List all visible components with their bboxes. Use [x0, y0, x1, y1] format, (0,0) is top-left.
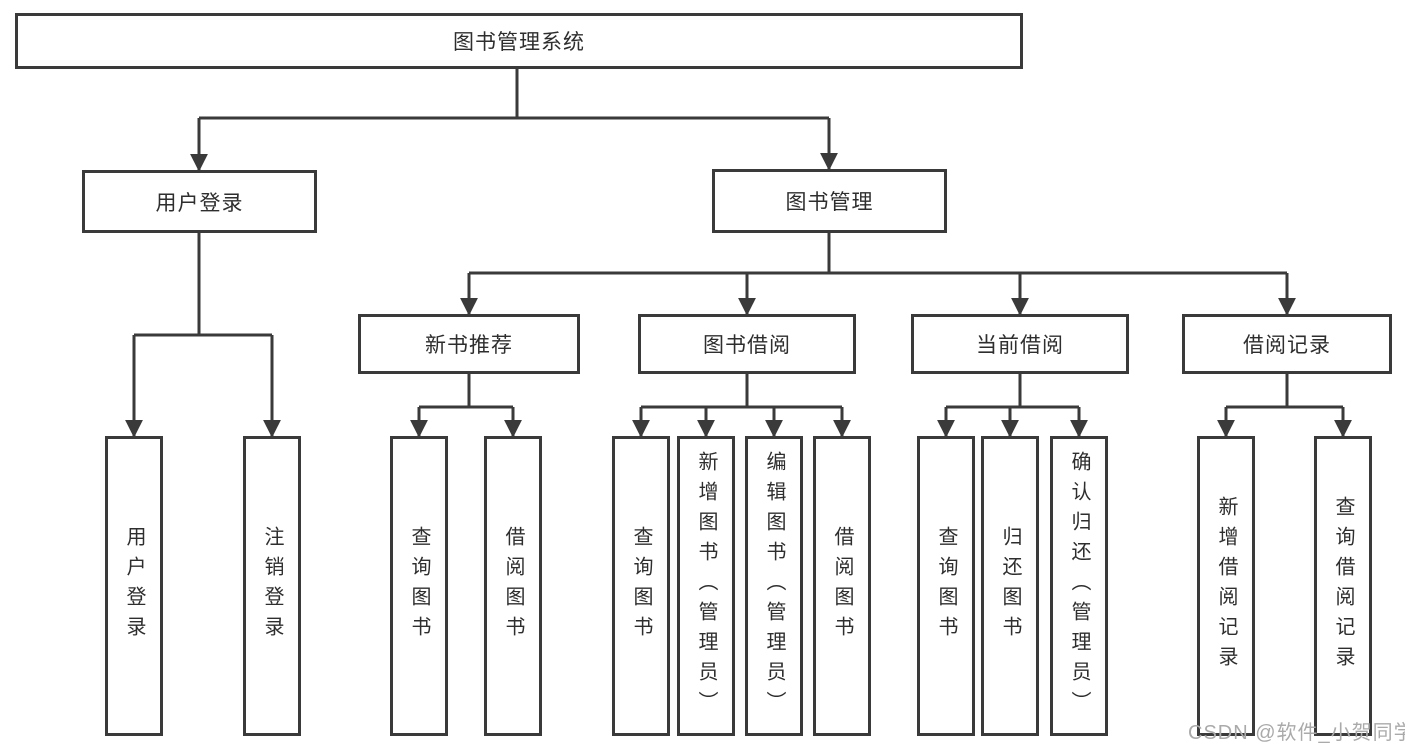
node-label: 图书借阅	[703, 334, 791, 357]
node-library-system: 图书管理系统	[15, 13, 1023, 69]
leaf-confirm-return-admin: 确认归还（管理员）	[1050, 436, 1108, 736]
leaf-borrow-books: 借阅图书	[813, 436, 871, 736]
node-label: 查询借阅记录	[1332, 496, 1354, 676]
leaf-add-books-admin: 新增图书（管理员）	[677, 436, 735, 736]
node-label: 新书推荐	[425, 334, 513, 357]
node-label: 编辑图书（管理员）	[763, 451, 785, 721]
connector-current-borrow-trunk	[946, 374, 1079, 409]
node-new-book-recommendation: 新书推荐	[358, 314, 580, 374]
node-label: 图书管理	[785, 191, 874, 214]
node-label: 确认归还（管理员）	[1068, 451, 1090, 721]
node-user-login: 用户登录	[82, 170, 317, 233]
node-label: 用户登录	[155, 191, 244, 215]
node-label: 新增图书（管理员）	[695, 451, 717, 721]
connector-root-trunk	[199, 69, 829, 120]
node-label: 借阅记录	[1243, 334, 1331, 357]
node-label: 借阅图书	[502, 526, 524, 646]
node-current-borrowing: 当前借阅	[911, 314, 1129, 374]
leaf-query-books: 查询图书	[612, 436, 670, 736]
connector-new-book-trunk	[419, 374, 513, 409]
connector-book-mgmt-trunk	[469, 233, 1287, 275]
connector-user-login-trunk	[134, 233, 272, 337]
node-label: 注销登录	[261, 526, 283, 646]
leaf-query-books: 查询图书	[917, 436, 975, 736]
leaf-query-borrow-record: 查询借阅记录	[1314, 436, 1372, 736]
node-label: 借阅图书	[831, 526, 853, 646]
node-label: 新增借阅记录	[1215, 496, 1237, 676]
leaf-borrow-books: 借阅图书	[484, 436, 542, 736]
node-label: 查询图书	[935, 526, 957, 646]
node-label: 当前借阅	[976, 334, 1064, 357]
node-label: 查询图书	[630, 526, 652, 646]
node-book-management: 图书管理	[712, 169, 947, 233]
leaf-user-login: 用户登录	[105, 436, 163, 736]
csdn-watermark: CSDN @软件_小贺同学	[1188, 722, 1405, 744]
node-label: 归还图书	[999, 526, 1021, 646]
node-label: 用户登录	[123, 526, 145, 646]
node-label: 查询图书	[408, 526, 430, 646]
leaf-logout: 注销登录	[243, 436, 301, 736]
connector-borrow-record-trunk	[1226, 374, 1343, 409]
leaf-add-borrow-record: 新增借阅记录	[1197, 436, 1255, 736]
leaf-query-books: 查询图书	[390, 436, 448, 736]
node-label: 图书管理系统	[453, 31, 585, 54]
connector-book-borrow-trunk	[641, 374, 842, 409]
node-book-borrowing: 图书借阅	[638, 314, 856, 374]
node-borrowing-records: 借阅记录	[1182, 314, 1392, 374]
leaf-return-books: 归还图书	[981, 436, 1039, 736]
leaf-edit-books-admin: 编辑图书（管理员）	[745, 436, 803, 736]
